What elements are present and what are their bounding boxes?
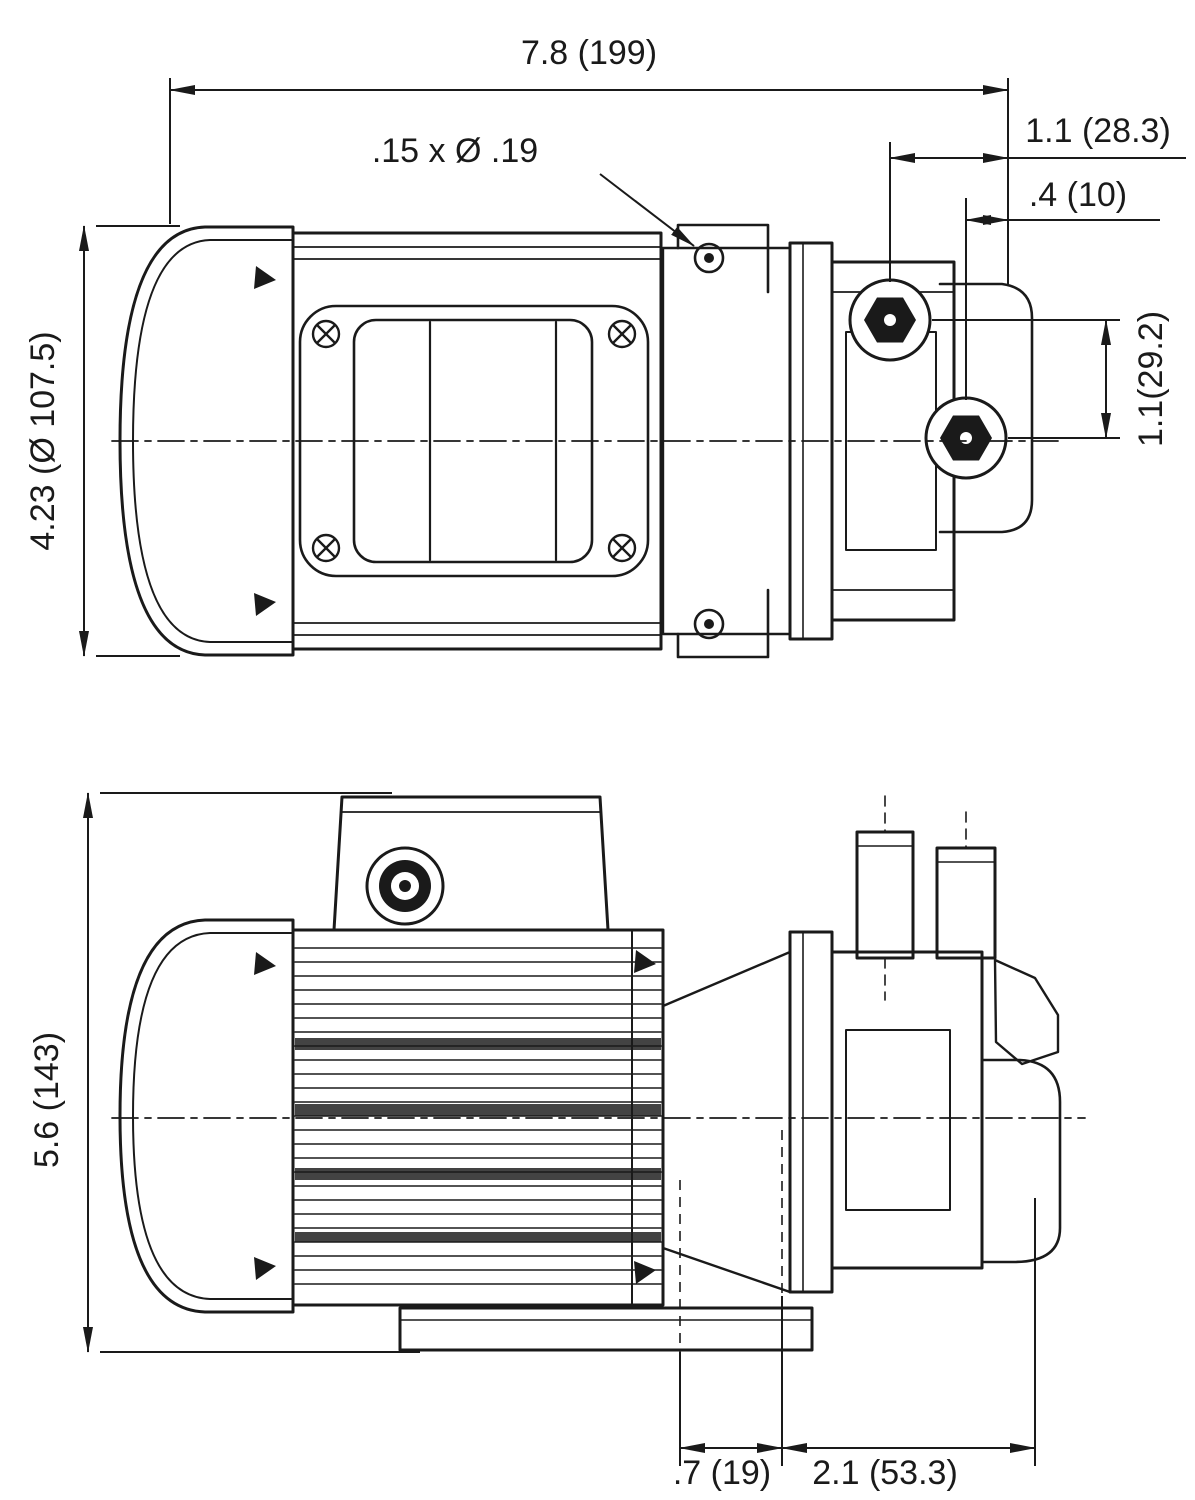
dim-overall-length-label: 7.8 (199) (521, 34, 657, 72)
dim-port2-offset-label: .4 (10) (1029, 176, 1127, 214)
junction-box (332, 795, 610, 932)
port-lower-center (960, 432, 972, 444)
dim-port-center-offset-label: 2.1 (53.3) (812, 1454, 958, 1492)
dim-foot-offset-label: .7 (19) (673, 1454, 771, 1492)
hole-callout-leader (599, 173, 695, 247)
adapter-side (661, 950, 792, 1294)
mounting-hole-lower-center (704, 619, 714, 629)
motor-body-side (291, 928, 665, 1307)
motor-body-top (291, 231, 663, 651)
pump-head-side-inner (845, 1029, 951, 1211)
end-cap-side-clip-top (254, 952, 276, 975)
motor-ring-clip-bottom (634, 1261, 656, 1284)
mounting-tab-lower (676, 588, 770, 659)
dimension-annotations (79, 78, 1186, 1466)
side-view-drawing (111, 795, 1086, 1352)
port-centerlines (884, 795, 967, 1001)
dim-port-spacing-label: 1.1(29.2) (1132, 311, 1170, 447)
dim-hole-callout-label: .15 x Ø .19 (372, 132, 538, 170)
mounting-foot (398, 1306, 814, 1352)
motor-fin-shadows (295, 1038, 661, 1242)
pump-head-side (830, 950, 984, 1270)
mounting-bracket-side (980, 1058, 1062, 1264)
motor-ring-clip-top (634, 950, 656, 973)
pump-flange-side (788, 930, 834, 1294)
top-view-drawing (111, 223, 1061, 659)
end-cap-clip-top (254, 266, 276, 289)
cable-gland-outer (365, 846, 445, 926)
motor-end-cap-side-inner (132, 932, 294, 1300)
mounting-hole-upper-center (704, 253, 714, 263)
mounting-hole-upper (693, 242, 725, 274)
dim-overall-height-label: 5.6 (143) (28, 1032, 66, 1168)
dim-motor-diameter-label: 4.23 (Ø 107.5) (24, 331, 62, 550)
dim-port1-offset-label: 1.1 (28.3) (1025, 112, 1171, 150)
mounting-hole-lower (693, 608, 725, 640)
face-plate-screws (311, 319, 637, 563)
end-cap-clip-bottom (254, 593, 276, 616)
port-upper-center (884, 314, 896, 326)
cable-gland-center (399, 880, 411, 892)
dimension-labels: 7.8 (199) 1.1 (28.3) .4 (10) .15 x Ø .19… (24, 34, 1171, 1492)
motor-face-panel-dividers (428, 320, 558, 562)
mounting-bracket-top (938, 282, 1034, 534)
end-cap-side-clip-bottom (254, 1257, 276, 1280)
suction-port (935, 846, 997, 960)
port-elbow (993, 958, 1060, 1066)
discharge-port (855, 830, 915, 960)
motor-body-top-bands (292, 246, 662, 636)
motor-end-cap-side (118, 918, 295, 1314)
